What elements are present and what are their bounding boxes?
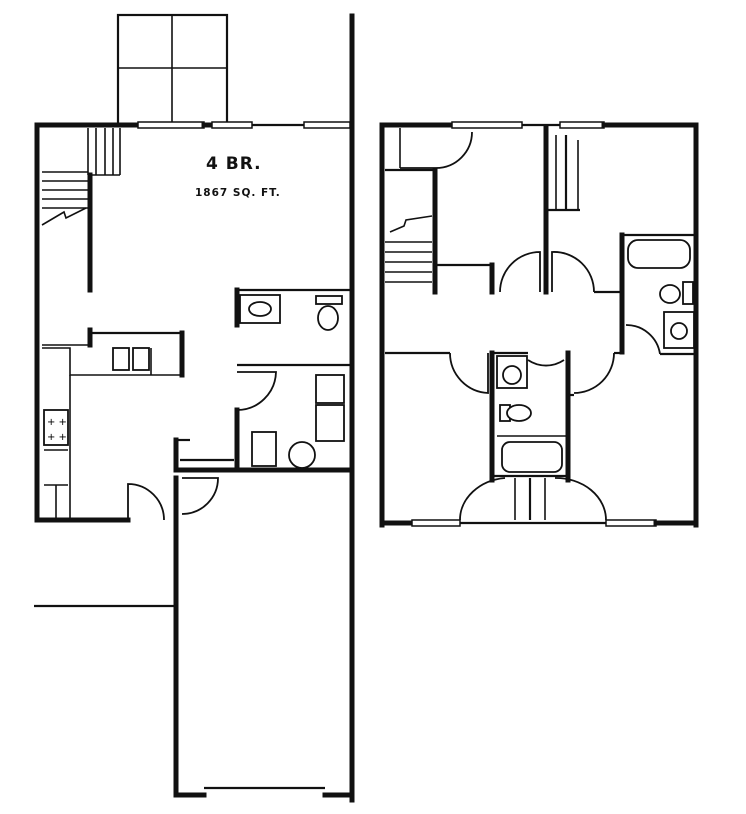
bedroom-1-door	[499, 251, 541, 293]
bottom-closets	[459, 477, 607, 521]
bathtub	[627, 239, 691, 269]
master-bath	[619, 232, 695, 356]
kitchen-sink	[112, 347, 130, 371]
kitchen-sink	[132, 347, 150, 371]
toilet	[506, 404, 532, 422]
bedroom-4-door	[573, 352, 615, 394]
linen-closet	[385, 128, 473, 172]
toilet-tank	[682, 281, 694, 305]
toilet	[659, 284, 681, 304]
half-bath	[234, 287, 350, 367]
bedroom-3-door	[449, 352, 489, 394]
upper-floor-plan	[379, 121, 699, 528]
toilet	[317, 305, 339, 331]
exterior-walls	[34, 121, 355, 803]
patio	[116, 13, 229, 127]
front-door	[127, 483, 165, 521]
upper-stairs	[385, 167, 495, 295]
exterior-walls-upper	[379, 121, 699, 528]
toilet-tank	[315, 295, 343, 305]
square-footage-label: 1867 SQ. FT.	[195, 187, 281, 199]
kitchen: + + + +	[42, 327, 185, 520]
hall-bath	[489, 350, 571, 483]
water-heater	[251, 431, 277, 467]
svg-text:+ +: + +	[47, 417, 67, 428]
stairs	[41, 128, 121, 293]
bedroom-divider	[543, 125, 580, 295]
washer	[315, 374, 345, 404]
main-floor-plan: + + + +	[34, 13, 355, 803]
dryer	[315, 404, 345, 442]
laundry	[234, 371, 345, 471]
range	[43, 409, 69, 446]
bedroom-2-door	[551, 251, 595, 293]
bedroom-count-label: 4 BR.	[206, 154, 262, 174]
garage-door-entry	[181, 477, 219, 515]
svg-text:+ +: + +	[47, 432, 67, 443]
bathtub	[501, 441, 563, 473]
floor-drain	[288, 441, 316, 469]
